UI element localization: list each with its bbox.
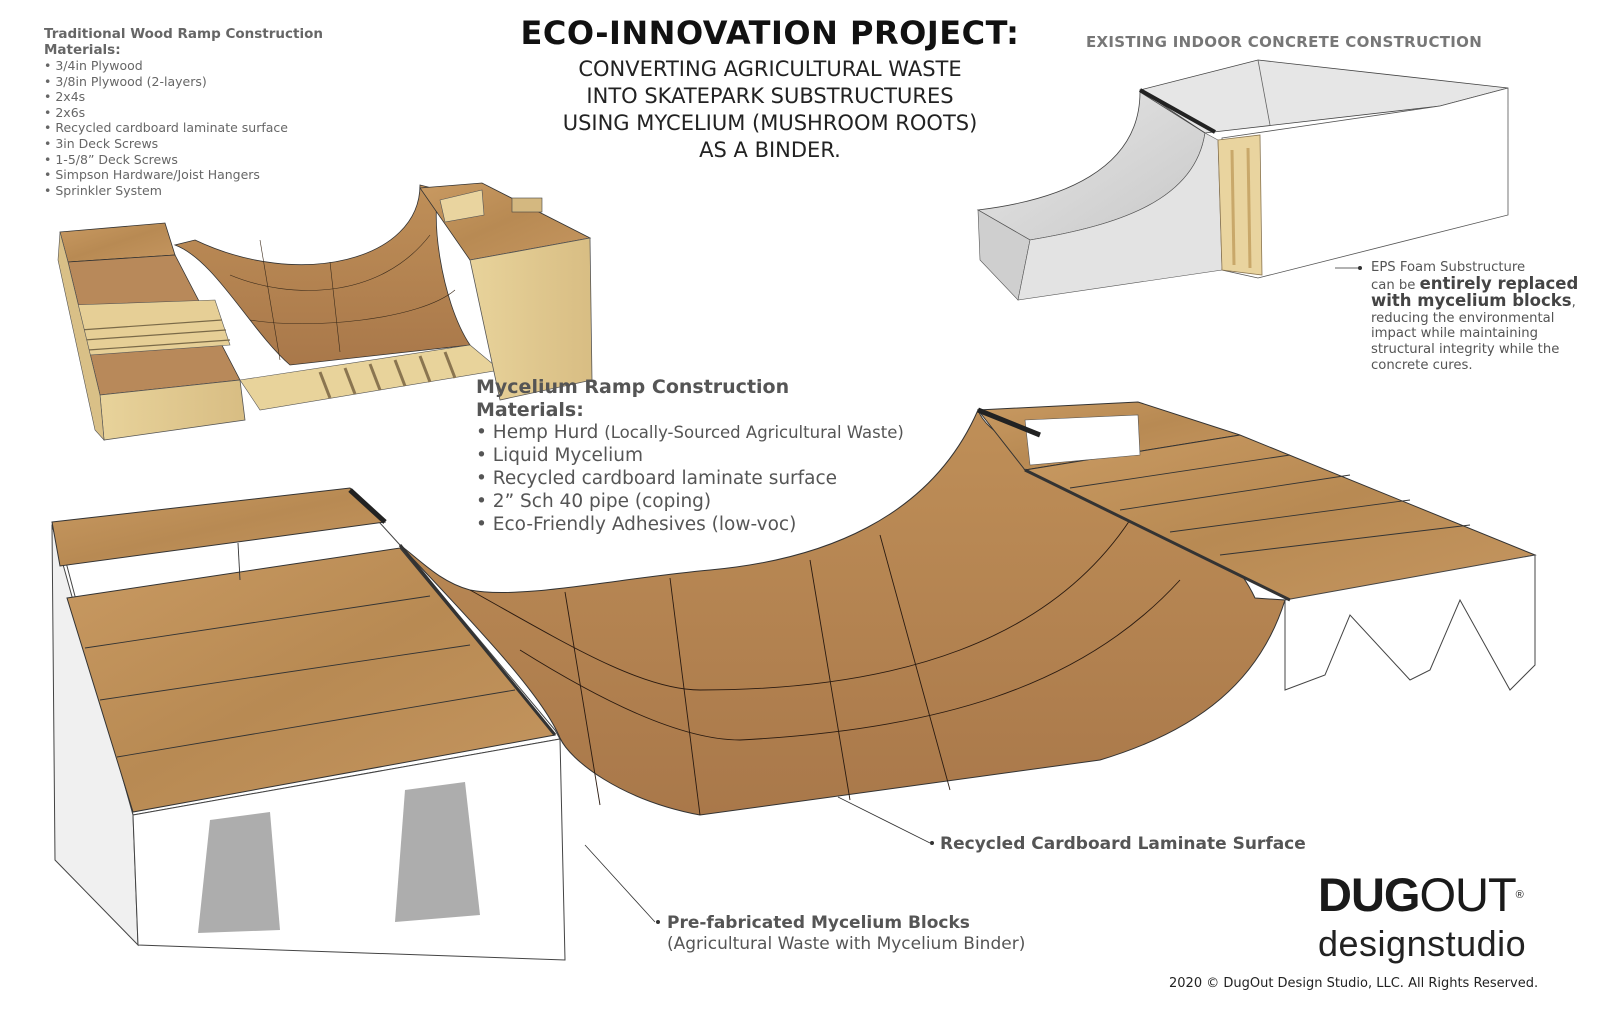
item-note: (Locally-Sourced Agricultural Waste)	[604, 423, 904, 442]
list-item: 1-5/8” Deck Screws	[44, 152, 288, 168]
subtitle-line: USING MYCELIUM (MUSHROOM ROOTS)	[562, 111, 978, 135]
list-item: 2” Sch 40 pipe (coping)	[476, 490, 904, 513]
eps-line: EPS Foam Substructure	[1371, 260, 1526, 275]
list-item: Hemp Hurd (Locally-Sourced Agricultural …	[476, 421, 904, 444]
mycelium-heading: Mycelium Ramp Construction Materials:	[476, 376, 789, 422]
list-item: Liquid Mycelium	[476, 444, 904, 467]
logo-dugout: DUGOUT®	[1318, 868, 1524, 922]
logo-out: OUT	[1419, 868, 1516, 921]
traditional-materials-label: Materials:	[44, 42, 121, 58]
page-subtitle: CONVERTING AGRICULTURAL WASTE INTO SKATE…	[440, 56, 1100, 164]
subtitle-line: CONVERTING AGRICULTURAL WASTE	[578, 57, 962, 81]
mycelium-ramp	[51, 401, 1537, 961]
traditional-title: Traditional Wood Ramp Construction	[44, 26, 323, 42]
eps-emph-2: with mycelium blocks	[1371, 291, 1572, 311]
blocks-title: Pre-fabricated Mycelium Blocks	[667, 913, 970, 933]
mycelium-materials-label: Materials:	[476, 399, 584, 421]
list-item: 2x6s	[44, 105, 288, 121]
logo-designstudio: designstudio	[1318, 923, 1527, 964]
eps-rest: reducing the environmental impact while …	[1371, 310, 1560, 373]
mycelium-materials-list: Hemp Hurd (Locally-Sourced Agricultural …	[476, 421, 904, 536]
eps-can-be: can be	[1371, 277, 1416, 293]
blocks-label: Pre-fabricated Mycelium Blocks (Agricult…	[667, 913, 1025, 955]
logo-reg: ®	[1515, 889, 1524, 901]
page-title: ECO-INNOVATION PROJECT:	[520, 14, 1020, 52]
list-item: 3/8in Plywood (2-layers)	[44, 74, 288, 90]
list-item: 3in Deck Screws	[44, 136, 288, 152]
subtitle-line: INTO SKATEPARK SUBSTRUCTURES	[586, 84, 954, 108]
logo-dug: DUG	[1318, 868, 1420, 921]
concrete-heading: EXISTING INDOOR CONCRETE CONSTRUCTION	[1086, 33, 1483, 51]
list-item: Simpson Hardware/Joist Hangers	[44, 167, 288, 183]
eps-comma: ,	[1571, 295, 1576, 311]
list-item: Recycled cardboard laminate surface	[476, 467, 904, 490]
traditional-materials-list: 3/4in Plywood 3/8in Plywood (2-layers) 2…	[44, 58, 288, 198]
surface-label: Recycled Cardboard Laminate Surface	[940, 834, 1306, 854]
subtitle-line: AS A BINDER.	[699, 138, 841, 162]
list-item: Sprinkler System	[44, 183, 288, 199]
list-item: 3/4in Plywood	[44, 58, 288, 74]
traditional-heading: Traditional Wood Ramp Construction Mater…	[44, 26, 323, 58]
eps-note: EPS Foam Substructure can be entirely re…	[1371, 260, 1581, 373]
list-item: Eco-Friendly Adhesives (low-voc)	[476, 513, 904, 536]
list-item: Recycled cardboard laminate surface	[44, 120, 288, 136]
eps-emph-1: entirely replaced	[1419, 273, 1579, 293]
list-item: 2x4s	[44, 89, 288, 105]
concrete-ramp	[976, 59, 1509, 301]
item-main: Hemp Hurd	[492, 422, 599, 443]
blocks-subtitle: (Agricultural Waste with Mycelium Binder…	[667, 934, 1026, 954]
copyright: 2020 © DugOut Design Studio, LLC. All Ri…	[1169, 976, 1539, 991]
traditional-wood-ramp	[57, 182, 593, 441]
mycelium-title: Mycelium Ramp Construction	[476, 376, 790, 398]
